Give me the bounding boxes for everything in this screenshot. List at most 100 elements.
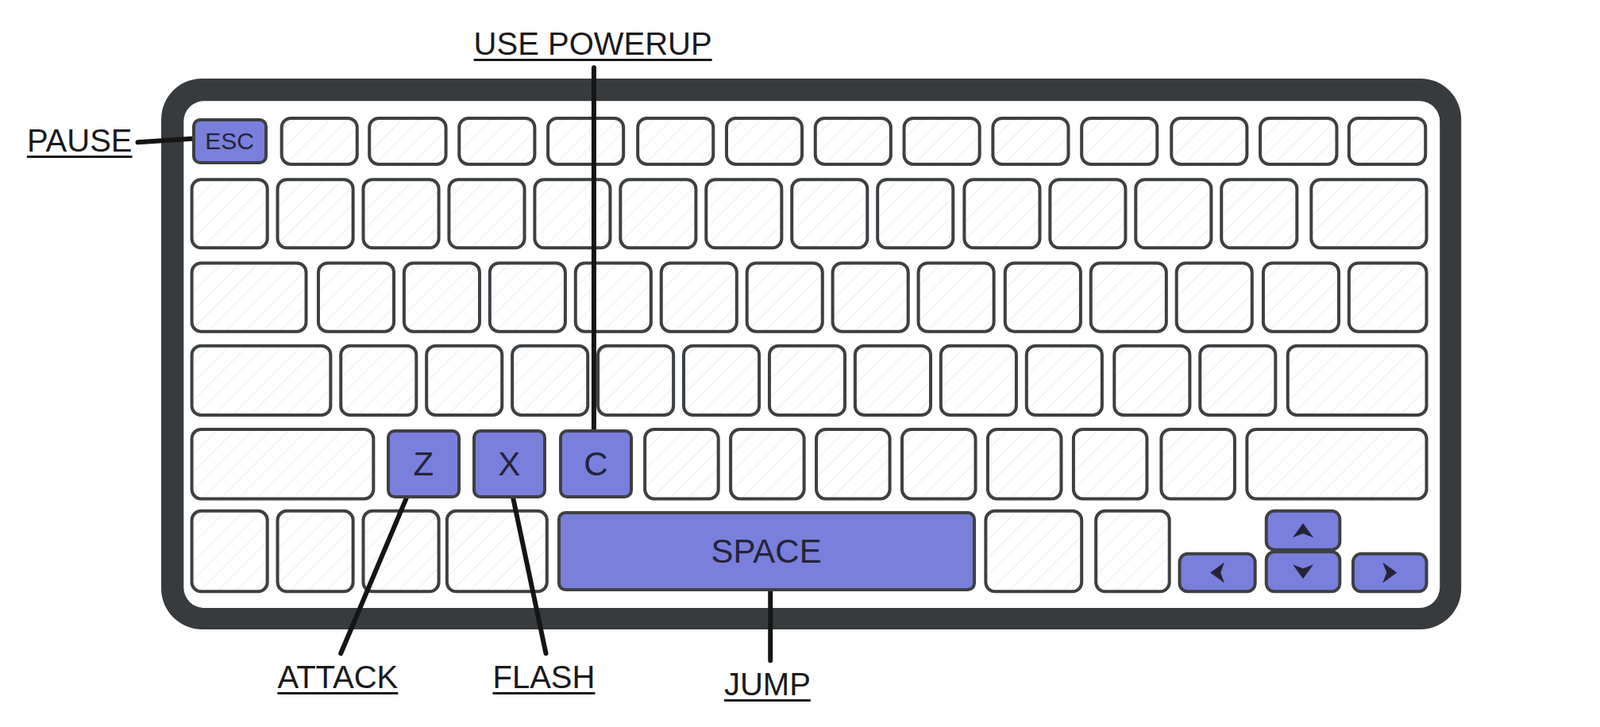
arrow-key [1353, 554, 1427, 593]
key [855, 346, 931, 416]
key [1026, 346, 1103, 416]
arrow-key [1179, 554, 1256, 593]
highlighted-key: Z [386, 429, 461, 499]
key [1005, 263, 1081, 332]
highlighted-key: SPACE [557, 511, 976, 593]
key [1310, 179, 1427, 248]
key [489, 263, 566, 332]
key [940, 346, 1017, 416]
key [620, 179, 696, 248]
key [512, 346, 588, 416]
key [730, 429, 805, 499]
keyboard-deck [183, 100, 1440, 609]
key [281, 118, 358, 165]
arrow-glyph [1292, 564, 1314, 579]
key-label: X [497, 447, 521, 482]
arrow-keys [1179, 511, 1427, 593]
highlighted-key: C [559, 429, 633, 499]
arrow-key [1266, 551, 1341, 592]
key [769, 346, 845, 416]
key [644, 429, 719, 499]
callout-label: PAUSE [26, 122, 133, 159]
key [1095, 511, 1170, 593]
key [192, 263, 307, 332]
key [1246, 429, 1427, 499]
key [1073, 429, 1148, 499]
key [534, 179, 610, 248]
leader-line [512, 498, 546, 654]
leader-line [767, 591, 773, 661]
key [426, 346, 502, 416]
key [904, 118, 980, 165]
key [992, 118, 1068, 165]
key [575, 263, 652, 332]
key [816, 429, 891, 499]
key [987, 429, 1062, 499]
arrow-glyph [1210, 562, 1225, 584]
key [1049, 179, 1126, 248]
key [1287, 346, 1427, 416]
key [637, 118, 714, 165]
key [726, 118, 802, 165]
key [448, 179, 525, 248]
key [1263, 263, 1339, 332]
key [791, 179, 868, 248]
key [683, 346, 760, 416]
key [815, 118, 891, 165]
key [277, 511, 354, 593]
key [1171, 118, 1247, 165]
key [877, 179, 953, 248]
key [832, 263, 909, 332]
key [192, 429, 374, 499]
arrow-glyph [1382, 562, 1397, 584]
key [458, 118, 535, 165]
key [1260, 118, 1337, 165]
key [277, 179, 354, 248]
leader-line [591, 67, 597, 430]
key [547, 118, 624, 165]
key [661, 263, 737, 332]
key [192, 346, 332, 416]
key [362, 179, 439, 248]
key [1221, 179, 1297, 248]
key [1114, 346, 1190, 416]
leader-line [340, 498, 406, 654]
key [963, 179, 1040, 248]
key [1160, 429, 1235, 499]
key [192, 511, 268, 593]
key [985, 511, 1082, 593]
leader-line [138, 138, 193, 143]
callout-label: ATTACK [277, 659, 398, 696]
callout-label: USE POWERUP [474, 25, 713, 62]
key [1176, 263, 1253, 332]
plain-keys [192, 118, 1427, 592]
arrow-key [1266, 511, 1341, 551]
key-label: C [583, 447, 608, 482]
key [597, 346, 674, 416]
highlighted-key: ESC [192, 118, 268, 165]
key-label: ESC [204, 129, 255, 154]
key-label: SPACE [710, 535, 822, 569]
key [705, 179, 782, 248]
key [1091, 263, 1167, 332]
key [1349, 118, 1426, 165]
key [318, 263, 394, 332]
key [1081, 118, 1157, 165]
key [404, 263, 480, 332]
key [1135, 179, 1211, 248]
key [1349, 263, 1427, 332]
arrow-glyph [1292, 523, 1314, 538]
key-label: Z [412, 447, 434, 482]
key [747, 263, 823, 332]
key [902, 429, 976, 499]
callout-label: JUMP [724, 666, 811, 703]
key [918, 263, 995, 332]
key [369, 118, 446, 165]
key [1199, 346, 1276, 416]
highlighted-key: X [472, 429, 547, 499]
callout-label: FLASH [492, 659, 595, 696]
key [340, 346, 417, 416]
